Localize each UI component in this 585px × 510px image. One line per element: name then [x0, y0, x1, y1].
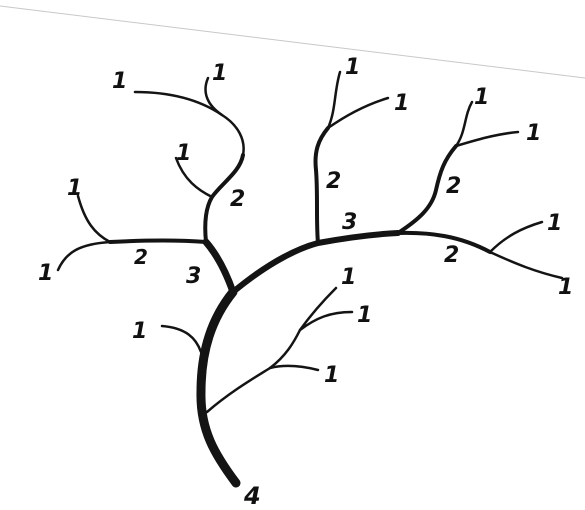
label-order-4: 4: [243, 482, 261, 510]
branch-order-2-left: [110, 241, 206, 243]
label-order-2: 2: [446, 174, 461, 199]
branch-order-3-left: [206, 242, 233, 292]
label-order-1: 1: [132, 319, 147, 344]
tributary-1-o: [270, 366, 318, 370]
label-order-1: 1: [526, 121, 541, 146]
label-order-1: 1: [38, 261, 53, 286]
tributary-1-h: [456, 102, 472, 146]
trunk-order-4: [201, 292, 236, 483]
label-order-1: 1: [212, 61, 227, 86]
branch-order-3-right: [233, 233, 398, 292]
tributary-1-f: [328, 72, 340, 128]
label-order-1: 1: [547, 211, 562, 236]
label-order-3: 3: [186, 264, 201, 289]
tributary-1-j: [490, 222, 542, 252]
tributary-1-k: [490, 252, 562, 278]
label-order-3: 3: [342, 210, 357, 235]
scan-edge-line: [0, 6, 585, 78]
label-order-2: 2: [230, 187, 245, 212]
label-order-1: 1: [67, 176, 82, 201]
tributary-1-e: [58, 242, 110, 270]
tributary-1-l: [162, 326, 201, 352]
label-order-1: 1: [176, 141, 191, 166]
label-order-2: 2: [444, 243, 459, 268]
label-order-1: 1: [394, 91, 409, 116]
label-order-1: 1: [345, 55, 360, 80]
tributary-1-g: [328, 98, 388, 128]
label-order-1: 1: [357, 303, 372, 328]
tributary-1-i: [456, 132, 518, 146]
label-order-1: 1: [474, 85, 489, 110]
label-order-1: 1: [558, 275, 573, 300]
label-order-2: 2: [134, 245, 148, 269]
label-order-1: 1: [341, 265, 356, 290]
label-order-2: 2: [326, 169, 341, 194]
label-order-1: 1: [324, 363, 339, 388]
label-order-1: 1: [112, 69, 127, 94]
tributary-1-d: [78, 196, 110, 242]
